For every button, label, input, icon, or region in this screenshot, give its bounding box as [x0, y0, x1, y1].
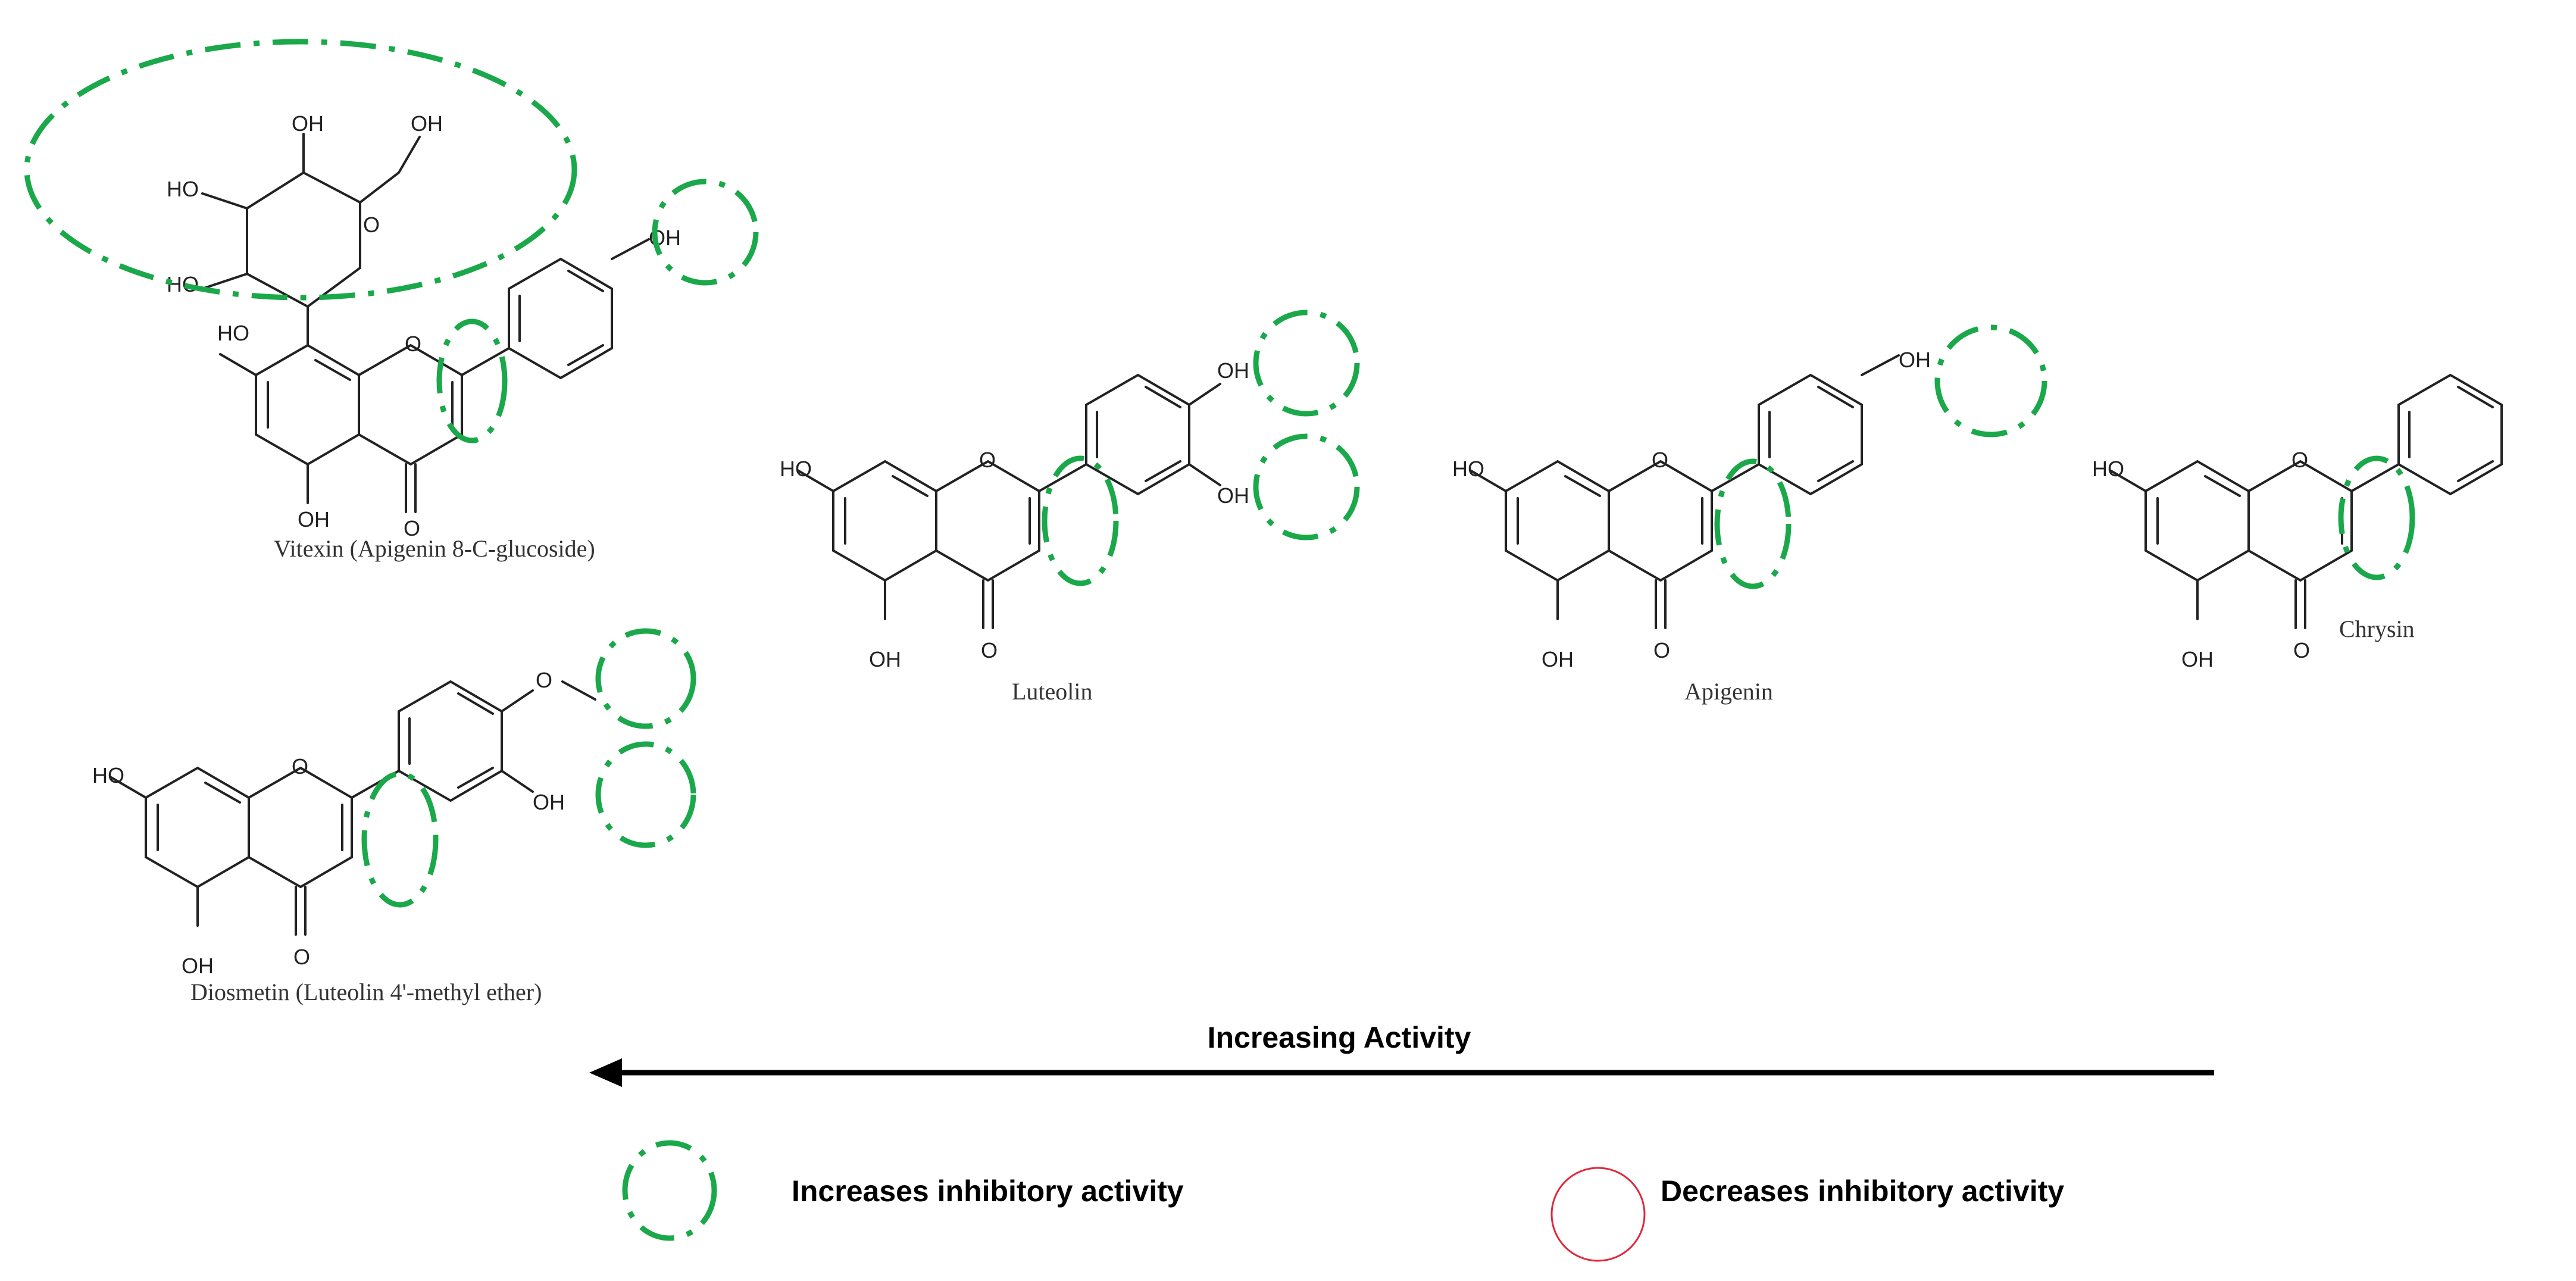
highlight-apigenin-4oh: [1934, 324, 2047, 438]
atom-label: O: [981, 638, 998, 663]
luteolin-structure: HO OH O O OH OH: [780, 358, 1249, 671]
atom-label: O: [536, 668, 552, 692]
highlight-apigenin-c2c3: [1714, 458, 1792, 589]
legend-increase-marker: [622, 1140, 717, 1241]
atom-label: O: [2293, 638, 2310, 663]
atom-label: O: [979, 448, 996, 472]
compound-label-apigenin: Apigenin: [1684, 678, 1773, 705]
chrysin-structure: HO OH O O: [2092, 374, 2503, 671]
highlight-luteolin-c2c3: [1042, 455, 1119, 586]
vitexin-structure: HO OH O O OH OH OH HO HO O: [167, 111, 681, 540]
highlight-diosmetin-c2c3: [361, 771, 439, 908]
atom-label: HO: [167, 177, 199, 201]
highlight-chrysin-c2c3: [2338, 455, 2415, 580]
highlight-vitexin-c2c3: [436, 318, 508, 443]
atom-label: OH: [298, 507, 330, 532]
highlight-luteolin-3oh: [1253, 433, 1360, 540]
compound-label-chrysin: Chrysin: [2339, 615, 2415, 642]
diosmetin-structure: HO OH O O O OH: [92, 668, 596, 978]
legend-increase-label: Increases inhibitory activity: [792, 1174, 1184, 1208]
atom-label: O: [405, 332, 421, 356]
legend-decrease-label: Decreases inhibitory activity: [1661, 1174, 2064, 1208]
atom-label: O: [1652, 448, 1668, 472]
atom-label: OH: [533, 790, 565, 814]
atom-label: OH: [1217, 358, 1249, 383]
compound-label-vitexin: Vitexin (Apigenin 8-C-glucoside): [274, 535, 595, 562]
atom-label: HO: [217, 321, 249, 345]
atom-label: HO: [167, 272, 199, 296]
atom-label: O: [292, 754, 308, 779]
atom-label: OH: [411, 111, 443, 136]
increasing-activity-arrow: [589, 1058, 2214, 1087]
highlight-luteolin-4oh: [1253, 310, 1360, 417]
arrow-label: Increasing Activity: [1208, 1021, 1471, 1054]
atom-label: OH: [869, 647, 901, 671]
highlight-diosmetin-3oh: [595, 741, 696, 848]
highlight-markers: [24, 39, 2415, 908]
atom-label: O: [293, 945, 310, 969]
atom-label: HO: [92, 763, 124, 788]
legend: Increases inhibitory activity Decreases …: [622, 1140, 2064, 1262]
atom-label: O: [404, 516, 420, 540]
compound-label-luteolin: Luteolin: [1012, 678, 1093, 705]
atom-label: OH: [1542, 647, 1574, 671]
atom-label: OH: [292, 111, 324, 136]
highlight-glucose: [24, 39, 577, 301]
atom-label: OH: [2181, 647, 2214, 671]
atom-label: HO: [2092, 457, 2124, 481]
highlight-diosmetin-ome: [595, 628, 696, 729]
atom-label: O: [363, 213, 380, 237]
highlight-vitexin-4oh: [652, 179, 759, 286]
atom-label: HO: [780, 457, 812, 481]
compound-label-diosmetin: Diosmetin (Luteolin 4'-methyl ether): [190, 979, 542, 1005]
atom-label: HO: [1452, 457, 1484, 481]
atom-label: O: [1653, 638, 1670, 663]
atom-label: OH: [1899, 348, 1931, 372]
atom-label: OH: [182, 954, 214, 978]
atom-label: OH: [1217, 483, 1249, 508]
apigenin-structure: HO OH O O OH: [1452, 348, 1931, 671]
atom-label: O: [2291, 448, 2308, 472]
legend-decrease-marker: [1550, 1167, 1646, 1262]
